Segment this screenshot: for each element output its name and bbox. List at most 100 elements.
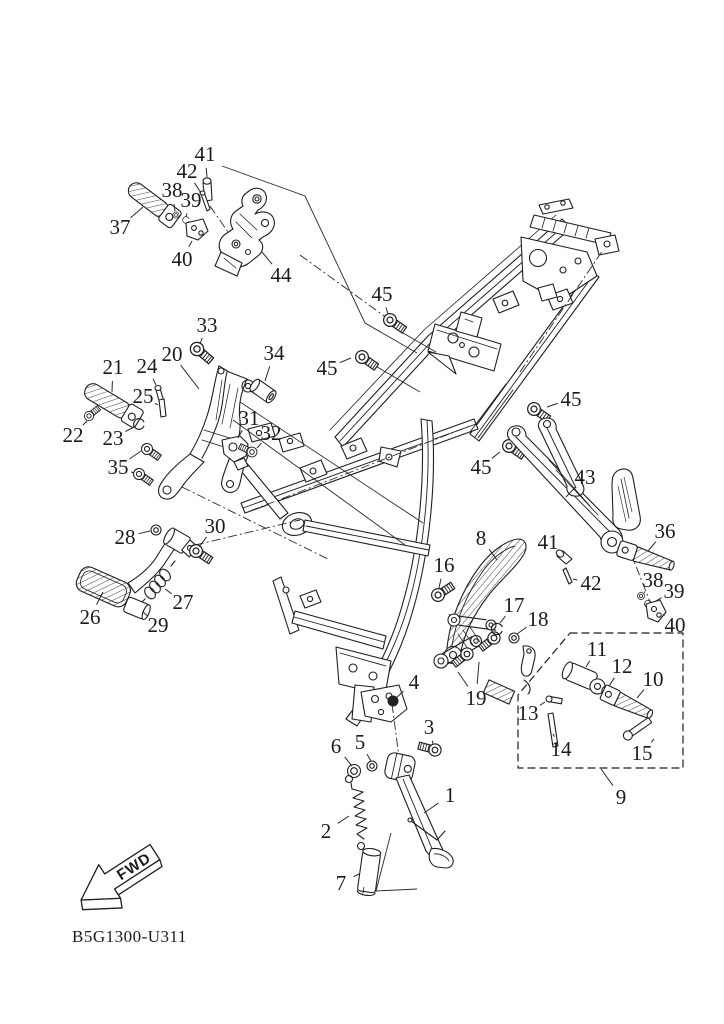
option-box [517, 632, 684, 769]
leader-line-43 [565, 486, 576, 498]
leader-line-18 [516, 626, 527, 635]
part-35-bolt-a [138, 440, 164, 463]
callout-35-34: 35 [108, 455, 129, 479]
leader-line-11 [585, 660, 591, 668]
callout-40-50: 40 [665, 613, 686, 637]
callout-45-45: 45 [317, 356, 338, 380]
callout-36-35: 36 [655, 519, 676, 543]
leader-line-34 [264, 366, 271, 382]
callout-29-28: 29 [148, 613, 169, 637]
part-38b-washer [637, 592, 645, 600]
leader-line-35 [130, 471, 135, 474]
leader-line-12 [608, 677, 615, 687]
callout-39-38: 39 [181, 188, 202, 212]
leader-line-19 [457, 671, 469, 687]
callout-42-41: 42 [177, 159, 198, 183]
callout-45-47: 45 [471, 455, 492, 479]
leader-line-30 [198, 536, 207, 548]
part-45-bolt-b [352, 347, 381, 373]
leader-line-3 [431, 740, 434, 745]
callout-24-23: 24 [137, 354, 159, 378]
part-20-bracket [157, 365, 255, 500]
part-25-pin [158, 398, 167, 418]
callout-37-36: 37 [110, 215, 131, 239]
part-code-label: B5G1300-U311 [72, 927, 187, 946]
part-42-pin [199, 190, 211, 212]
callout-17-16: 17 [504, 593, 525, 617]
callout-7-6: 7 [336, 871, 347, 895]
callout-8-7: 8 [476, 526, 487, 550]
leader-line-32 [256, 442, 262, 449]
callout-38-37: 38 [162, 178, 183, 202]
leader-line-6 [344, 756, 353, 767]
callout-40-39: 40 [172, 247, 193, 271]
part-4-nut [387, 695, 399, 707]
part-6-nut [346, 763, 362, 779]
callout-30-29: 30 [205, 514, 226, 538]
leader-line-5 [366, 753, 372, 762]
part-16-bolt [428, 579, 457, 605]
part-18-washer [508, 632, 520, 644]
leader-line-8 [488, 549, 498, 561]
part-43-bracket [506, 417, 641, 554]
leader-line-29 [142, 611, 148, 617]
leader-line-40 [188, 240, 193, 248]
callout-18-17: 18 [528, 607, 549, 631]
part-29-collar [123, 596, 151, 621]
leader-line-14 [552, 733, 555, 737]
part-10-footrest [599, 684, 654, 719]
parts [75, 177, 684, 897]
callout-4-3: 4 [409, 670, 420, 694]
part-5-washer [366, 760, 378, 772]
brake-return-spring [482, 679, 516, 705]
callout-31-30: 31 [239, 406, 260, 430]
fwd-arrow: FWD [80, 843, 163, 911]
leader-line-41 [205, 167, 208, 178]
leader-line-4 [395, 690, 404, 699]
part-31-bracket [221, 435, 249, 471]
leader-line-7 [353, 873, 360, 878]
callout-34-33: 34 [264, 341, 286, 365]
callout-3-2: 3 [424, 715, 435, 739]
part-40b-plate [645, 599, 667, 623]
part-21-footrest [84, 383, 144, 428]
leader-line-1 [423, 802, 439, 814]
leader-line-45 [385, 307, 389, 315]
leader-line-35 [129, 450, 142, 460]
leader-line-19 [476, 661, 480, 685]
callout-21-20: 21 [103, 355, 124, 379]
part-7-collar [356, 847, 382, 897]
leader-line-23 [125, 426, 135, 432]
leader-line-33 [199, 337, 203, 345]
callout-27-26: 27 [173, 590, 194, 614]
part-13-pin [545, 695, 563, 705]
leader-line-42 [194, 182, 202, 194]
part-37-footrest [127, 182, 182, 229]
leader-line-22 [82, 420, 88, 426]
callout-6-5: 6 [331, 734, 342, 758]
part-2-spring [344, 774, 368, 851]
callout-32-31: 32 [261, 421, 282, 445]
callout-23-22: 23 [103, 426, 124, 450]
part-22-bolt [82, 403, 103, 423]
leader-line-45 [339, 357, 352, 364]
part-44-bracket [214, 187, 275, 277]
part-45-bolt-a [380, 310, 409, 336]
callout-42-52: 42 [581, 571, 602, 595]
callout-14-13: 14 [551, 737, 573, 761]
callout-19-18: 19 [466, 686, 487, 710]
leader-line-44 [261, 251, 273, 265]
part-34-damper [249, 378, 277, 404]
leader-line-17 [499, 615, 506, 624]
leader-line-2 [337, 815, 350, 824]
leader-line-40 [662, 613, 666, 616]
leader-line-38 [173, 203, 176, 212]
part-35-bolt-b [130, 465, 156, 488]
leader-line-13 [539, 701, 546, 706]
callout-28-27: 28 [115, 525, 136, 549]
part-28-washer [150, 524, 162, 536]
callout-25-24: 25 [133, 384, 154, 408]
part-11-joint [561, 661, 606, 695]
